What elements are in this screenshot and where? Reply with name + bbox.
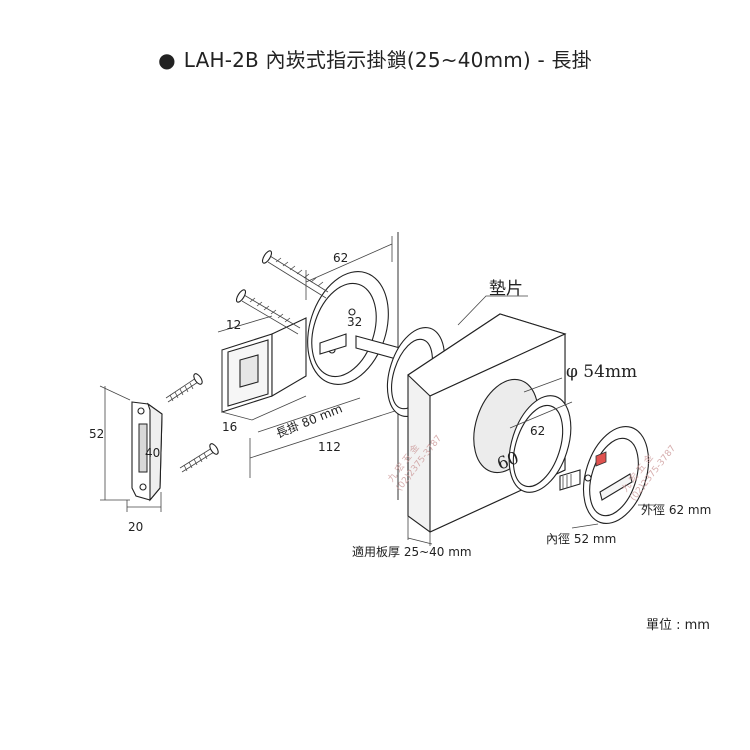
title-bullet: ● bbox=[158, 48, 176, 72]
dim-62-ring: 62 bbox=[530, 424, 545, 438]
dim-62-top: 62 bbox=[333, 251, 348, 265]
indicator-red-window bbox=[595, 451, 607, 467]
dim-40: 40 bbox=[145, 446, 160, 460]
dim-12: 12 bbox=[226, 318, 241, 332]
dim-20: 20 bbox=[128, 520, 143, 534]
long-hook-label: 長掛 80 mm bbox=[274, 401, 345, 441]
dim-52: 52 bbox=[89, 427, 104, 441]
dim-16: 16 bbox=[222, 420, 237, 434]
inner-diameter-label: 內徑 52 mm bbox=[546, 532, 616, 546]
washer-label: 墊片 bbox=[489, 279, 523, 299]
strike-screws bbox=[165, 373, 219, 473]
latch-body bbox=[221, 317, 307, 421]
latch-dimension-lines bbox=[217, 236, 399, 478]
dim-112: 112 bbox=[318, 440, 341, 454]
outside-ring bbox=[508, 395, 573, 493]
dim-32: 32 bbox=[347, 315, 362, 329]
indicator-rosette bbox=[559, 426, 655, 529]
page-title: ● LAH-2B 內崁式指示掛鎖(25~40mm) - 長掛 bbox=[0, 44, 750, 73]
phi54-leader bbox=[523, 377, 563, 393]
outer-diameter-label: 外徑 62 mm bbox=[641, 503, 711, 517]
rosette-screws bbox=[235, 250, 329, 335]
strike-plate bbox=[131, 401, 163, 502]
door-thickness-label: 適用板厚 25~40 mm bbox=[352, 544, 472, 559]
strike-dimension-lines bbox=[99, 385, 162, 512]
phi54-label: φ 54mm bbox=[566, 362, 637, 382]
inside-rosette bbox=[307, 271, 401, 385]
title-text: LAH-2B 內崁式指示掛鎖(25~40mm) - 長掛 bbox=[183, 48, 592, 72]
unit-note: 單位 : mm bbox=[646, 618, 710, 633]
